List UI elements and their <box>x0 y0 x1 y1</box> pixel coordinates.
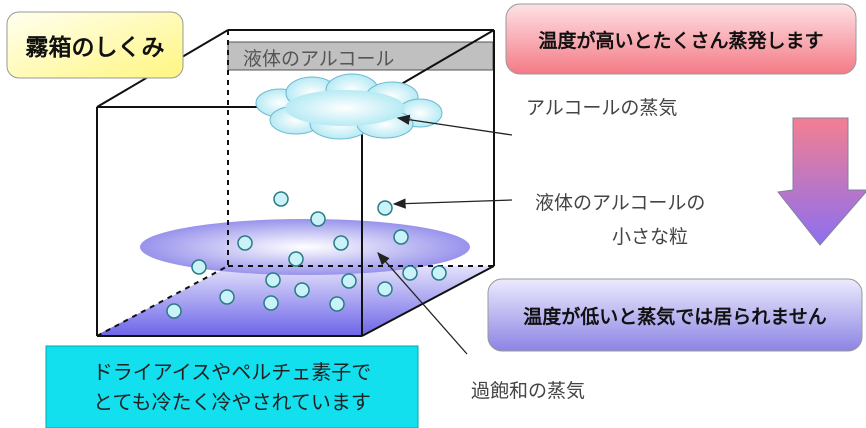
droplet-pointer <box>392 198 513 209</box>
low-temp-text: 温度が低いと蒸気では居られません <box>523 305 827 328</box>
cooling-text-line2: とても冷たく冷やされています <box>93 390 371 414</box>
low-temp-box-bg <box>487 278 863 352</box>
supersaturated-pointer <box>377 252 468 355</box>
droplet <box>402 265 418 281</box>
high-temp-box: 温度が高いとたくさん蒸発します <box>506 4 856 74</box>
droplet <box>329 296 345 312</box>
droplet <box>219 289 235 305</box>
droplet <box>431 265 447 281</box>
droplet <box>191 259 207 275</box>
droplet <box>288 251 304 267</box>
vapor-cloud <box>255 73 443 140</box>
droplet <box>166 303 182 319</box>
low-temp-box: 温度が低いと蒸気では居られません <box>488 279 862 351</box>
vapor-label: アルコールの蒸気 <box>526 97 678 119</box>
cooling-box-bg <box>45 345 419 428</box>
droplet <box>377 200 393 216</box>
droplet <box>263 295 279 311</box>
cooling-text-line1: ドライアイスやペルチェ素子で <box>92 360 372 384</box>
droplet-label-line1: 液体のアルコールの <box>535 192 706 214</box>
cooling-box: ドライアイスやペルチェ素子で とても冷たく冷やされています <box>46 346 418 428</box>
title-text: 霧箱のしくみ <box>25 35 165 61</box>
high-temp-box-bg <box>505 3 857 75</box>
droplet <box>273 191 289 207</box>
droplet <box>265 272 281 288</box>
high-temp-text: 温度が高いとたくさん蒸発します <box>538 29 824 52</box>
temperature-down-arrow <box>777 117 866 246</box>
liquid-layer-label: 液体のアルコール <box>243 48 395 70</box>
title-badge: 霧箱のしくみ <box>7 12 183 78</box>
droplet <box>294 282 310 298</box>
vapor-pointer <box>396 114 513 136</box>
droplet <box>341 273 357 289</box>
hidden-edges <box>96 30 494 337</box>
supersaturated-label: 過飽和の蒸気 <box>471 380 586 402</box>
alcohol-droplets <box>166 191 447 319</box>
droplet <box>393 229 409 245</box>
pointer-arrows <box>377 114 513 355</box>
droplet <box>377 281 393 297</box>
droplet <box>333 235 349 251</box>
title-badge-bg <box>6 11 184 79</box>
droplet-label-line2: 小さな粒 <box>612 226 689 248</box>
droplet <box>310 211 326 227</box>
droplet <box>237 235 253 251</box>
